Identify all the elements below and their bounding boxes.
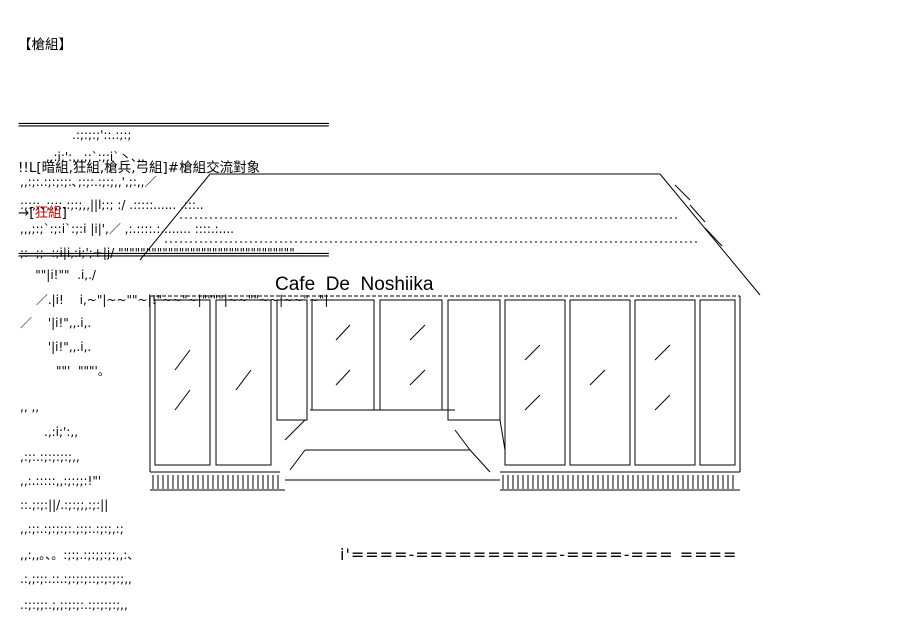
thread-title: 【槍組】	[18, 37, 72, 53]
art-line: .:;:;;:.;,;:;:;:.:;:;:;:;,,	[20, 598, 128, 612]
art-line: ""|i!"" .i,./	[20, 268, 96, 282]
highlight-link[interactable]: 狂組	[34, 205, 62, 221]
arrow-line: →[狂組]	[18, 206, 328, 221]
roof-right-edge	[659, 173, 761, 296]
art-line: ,, ,,	[20, 400, 40, 414]
top-rule: ========================================…	[18, 118, 330, 133]
arrow-prefix: →[	[18, 205, 35, 221]
links-text: !!L[暗組,狂組,槍兵,弓組]#槍組交流對象	[18, 160, 261, 176]
links-line: !!L[暗組,狂組,槍兵,弓組]#槍組交流對象	[18, 161, 328, 176]
art-line: ,,:;:.:;:;:;:､;:;:.:;:;,,',;:,,／	[20, 175, 157, 189]
bottom-rule: ========================================…	[18, 248, 330, 263]
ground-line: i'====-==========-====-=== ====	[340, 545, 738, 564]
art-line: .:,;:;:.::.:;:;:;::;:;:;:;,,	[20, 572, 132, 586]
art-line: ,,:i;':,,,;:`:;:i`丶､,,	[30, 150, 145, 164]
cafe-sign: Cafe De Noshiika	[275, 274, 434, 295]
roof-left-edge	[139, 173, 211, 261]
header: 【槍組】 ===================================…	[18, 8, 330, 276]
window-reflections	[174, 324, 671, 411]
railing	[152, 475, 734, 489]
art-line: ::.;:;:||/.:;:;;,:;:||	[20, 498, 109, 512]
art-line: '|i!",,.i,.	[20, 340, 92, 354]
art-line: .,:i;':,,	[20, 425, 79, 439]
art-line: ,,,;:;`:;:i`:;:i |i|',／ ,:.::::.:.......…	[20, 222, 234, 236]
art-line: :;:;:､;:;:.:;:;,,||l;:; :/ .:::::...... …	[20, 198, 204, 212]
art-line: ,,:,,。、。:;:;.:;:;;:;:,,:、	[20, 548, 140, 562]
art-line: ／ '|i!",,.i,.	[20, 316, 92, 330]
art-line: ,,:;:.:;:;:;:.;:;:.:;:;,:;	[20, 522, 124, 536]
arrow-suffix: ]	[61, 205, 67, 221]
art-line: ""' """'。	[20, 364, 110, 378]
art-line: ,:;:.:;:;:;:;,,	[20, 450, 80, 464]
art-line: ,,:.:::::,,:;:;;:!"'	[20, 474, 102, 488]
art-line: ;: ;; :;i|i,:i;';+|j/ """"""""""""""""""…	[20, 246, 295, 260]
entrance-steps	[284, 409, 506, 481]
art-line: .:;:;:;'::.:;:;	[48, 128, 132, 142]
